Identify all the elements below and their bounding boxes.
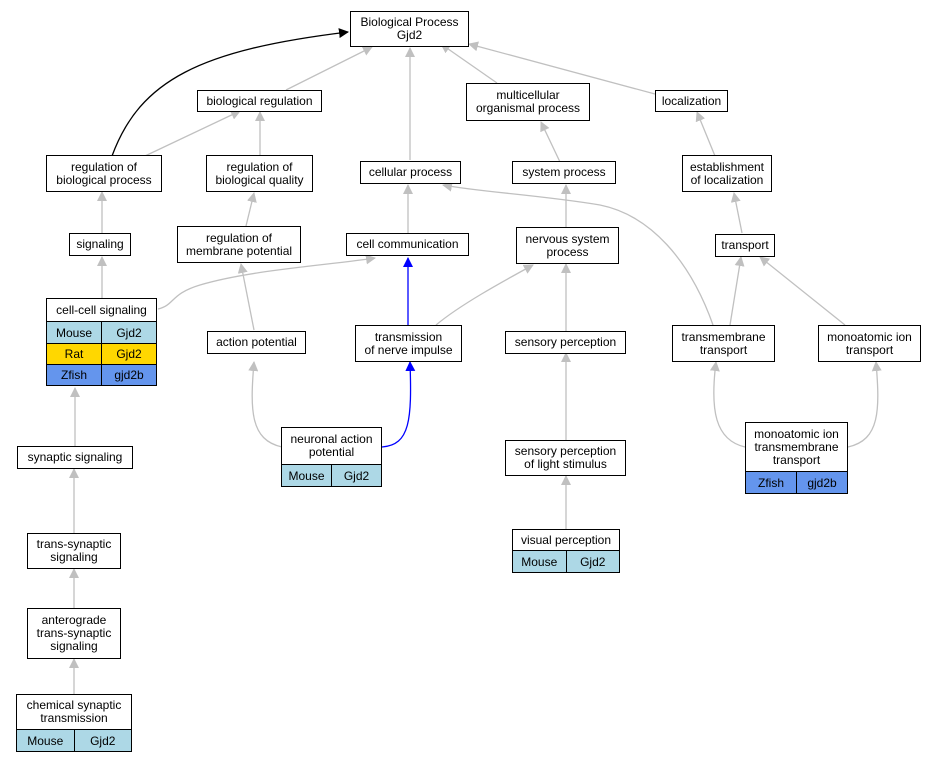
edge-reg-bio-process-regulates-bio-process bbox=[111, 28, 349, 157]
gene-cell: Gjd2 bbox=[565, 551, 620, 572]
species-cell: Mouse bbox=[521, 554, 558, 569]
edge-multicellular-to-bio-process bbox=[440, 43, 498, 84]
edge-transmembrane-to-transport bbox=[729, 256, 745, 326]
table-visual-perception-label: visual perception bbox=[513, 530, 619, 551]
table-row: Mouse Gjd2 bbox=[47, 322, 156, 343]
node-regulation-of-biological-quality[interactable]: regulation of biological quality bbox=[206, 155, 313, 192]
edge-transport-to-establishment bbox=[730, 192, 743, 234]
edge-reg-membrane-to-reg-bio-quality bbox=[245, 192, 257, 227]
node-establishment-of-localization[interactable]: establishment of localization bbox=[682, 155, 772, 192]
edge-reg-bio-process-to-bio-regulation bbox=[144, 110, 241, 157]
node-multicellular-organismal-process[interactable]: multicellular organismal process bbox=[466, 83, 590, 121]
gene-cell: gjd2b bbox=[796, 472, 847, 493]
node-sensory-perception[interactable]: sensory perception bbox=[505, 331, 626, 354]
gene-cell: gjd2b bbox=[101, 365, 156, 385]
species-cell: Mouse bbox=[288, 468, 325, 483]
edge-neuronal-part-of-transmission bbox=[381, 361, 416, 448]
edge-cell-cell-to-cell-communication bbox=[157, 254, 376, 310]
node-trans-synaptic-signaling[interactable]: trans-synaptic signaling bbox=[27, 533, 121, 569]
edge-monoatomic-tm-to-monoatomic bbox=[847, 361, 882, 448]
node-biological-process-gjd2[interactable]: Biological Process Gjd2 bbox=[350, 11, 469, 47]
node-biological-regulation[interactable]: biological regulation bbox=[197, 90, 322, 112]
node-action-potential[interactable]: action potential bbox=[207, 331, 306, 354]
edge-monoatomic-tm-to-transmembrane bbox=[709, 361, 746, 448]
node-localization[interactable]: localization bbox=[655, 90, 728, 112]
table-row: Mouse Gjd2 bbox=[17, 730, 131, 751]
table-chemical-synaptic-transmission[interactable]: chemical synaptic transmission Mouse Gjd… bbox=[16, 694, 132, 752]
species-cell: Zfish bbox=[757, 475, 784, 490]
species-cell: Zfish bbox=[60, 368, 87, 382]
node-regulation-of-biological-process[interactable]: regulation of biological process bbox=[46, 155, 162, 192]
table-cell-cell-signaling-label: cell-cell signaling bbox=[47, 299, 156, 322]
node-anterograde-trans-synaptic-signaling[interactable]: anterograde trans-synaptic signaling bbox=[27, 608, 121, 659]
node-system-process[interactable]: system process bbox=[512, 161, 616, 184]
node-regulation-of-membrane-potential[interactable]: regulation of membrane potential bbox=[177, 226, 301, 263]
table-visual-perception[interactable]: visual perception Mouse Gjd2 bbox=[512, 529, 620, 573]
node-transmission-of-nerve-impulse[interactable]: transmission of nerve impulse bbox=[355, 325, 462, 362]
table-neuronal-action-potential[interactable]: neuronal action potential Mouse Gjd2 bbox=[281, 427, 382, 487]
gene-cell: Gjd2 bbox=[331, 465, 381, 486]
gene-cell: Gjd2 bbox=[101, 344, 156, 364]
table-row: Mouse Gjd2 bbox=[513, 551, 619, 572]
node-cell-communication[interactable]: cell communication bbox=[346, 233, 469, 256]
node-cellular-process[interactable]: cellular process bbox=[360, 161, 461, 184]
node-transmembrane-transport[interactable]: transmembrane transport bbox=[672, 325, 775, 362]
node-signaling[interactable]: signaling bbox=[69, 233, 131, 256]
table-monoatomic-ion-transmembrane-transport-label: monoatomic ion transmembrane transport bbox=[746, 423, 847, 472]
edge-system-to-multicellular bbox=[540, 121, 561, 163]
node-synaptic-signaling[interactable]: synaptic signaling bbox=[17, 446, 133, 469]
edge-transmembrane-to-cellular bbox=[442, 181, 714, 326]
table-cell-cell-signaling[interactable]: cell-cell signaling Mouse Gjd2 Rat Gjd2 … bbox=[46, 298, 157, 386]
table-monoatomic-ion-transmembrane-transport[interactable]: monoatomic ion transmembrane transport Z… bbox=[745, 422, 848, 494]
node-nervous-system-process[interactable]: nervous system process bbox=[516, 227, 619, 264]
gene-cell: Gjd2 bbox=[101, 322, 156, 343]
gene-cell: Gjd2 bbox=[73, 730, 132, 751]
species-cell: Rat bbox=[64, 347, 84, 361]
species-cell: Mouse bbox=[55, 325, 93, 340]
node-monoatomic-ion-transport[interactable]: monoatomic ion transport bbox=[818, 325, 921, 362]
table-row: Zfish gjd2b bbox=[746, 472, 847, 493]
table-row: Rat Gjd2 bbox=[47, 343, 156, 364]
species-cell: Mouse bbox=[27, 733, 64, 748]
edge-monoatomic-to-transport bbox=[759, 256, 846, 326]
edge-establishment-to-localization bbox=[695, 111, 716, 157]
table-row: Zfish gjd2b bbox=[47, 364, 156, 385]
node-sensory-perception-of-light-stimulus[interactable]: sensory perception of light stimulus bbox=[505, 440, 626, 476]
table-row: Mouse Gjd2 bbox=[282, 465, 381, 486]
edge-bio-regulation-to-bio-process bbox=[285, 46, 373, 91]
edge-neuronal-to-action-potential bbox=[248, 361, 283, 448]
edge-localization-to-bio-process bbox=[468, 41, 656, 95]
node-transport[interactable]: transport bbox=[715, 234, 775, 257]
table-neuronal-action-potential-label: neuronal action potential bbox=[282, 428, 381, 465]
table-chemical-synaptic-transmission-label: chemical synaptic transmission bbox=[17, 695, 131, 730]
edge-transmission-to-nervous bbox=[435, 264, 534, 326]
edge-action-potential-to-reg-membrane bbox=[237, 263, 255, 331]
